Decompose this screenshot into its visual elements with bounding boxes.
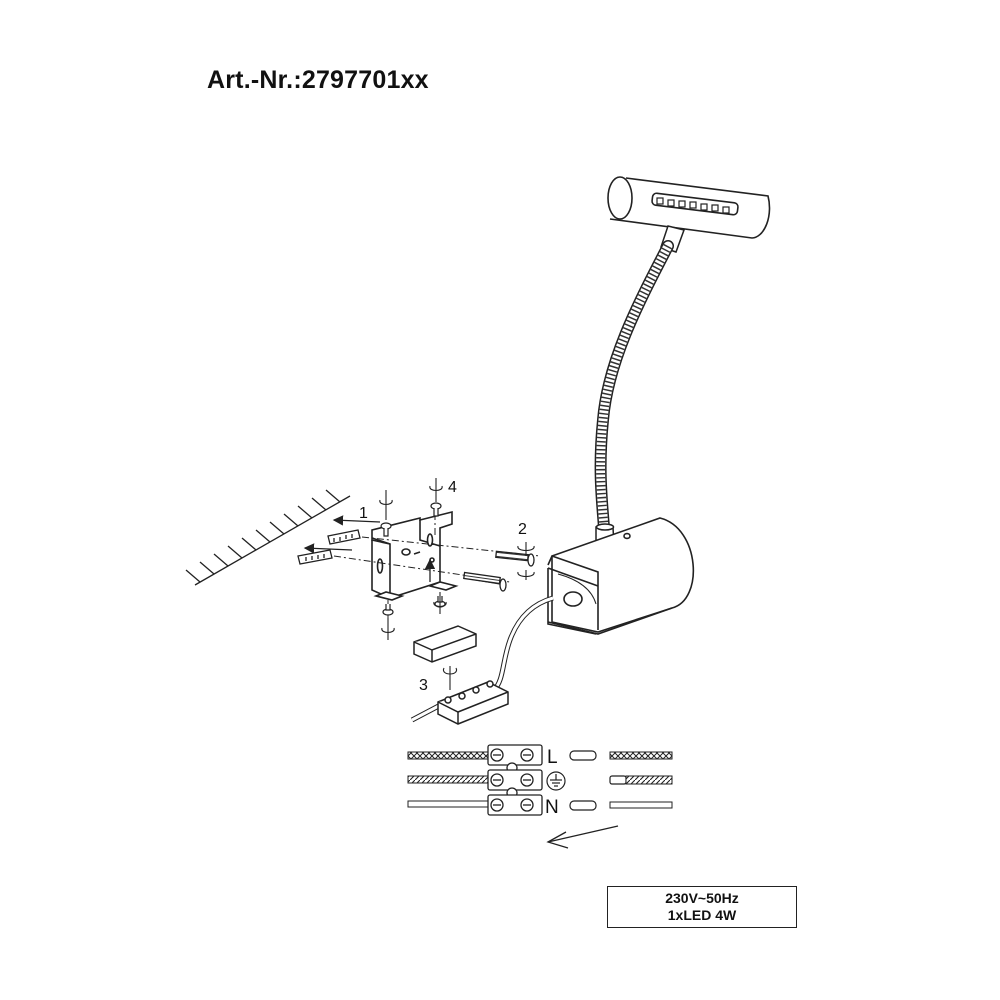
rotation-arrows — [379, 478, 535, 690]
terminal-label-live: L — [547, 747, 558, 768]
flexible-arm — [594, 240, 674, 534]
step-label-1: 1 — [359, 505, 368, 522]
spec-box: 230V~50Hz 1xLED 4W — [607, 886, 797, 928]
article-number-title: Art.-Nr.:2797701xx — [207, 66, 429, 94]
incoming-wire-live — [407, 751, 489, 760]
wiring-legend: L N — [407, 744, 673, 849]
small-screws — [380, 502, 446, 616]
led-row — [656, 197, 730, 214]
terminal-block — [437, 680, 509, 725]
mounting-bracket — [371, 510, 459, 601]
lamp-wire-earth — [625, 775, 673, 785]
lamp-wire-live — [609, 751, 673, 760]
terminal-label-neutral: N — [545, 797, 559, 818]
incoming-wire-earth — [407, 775, 489, 784]
terminal-strip — [487, 744, 543, 816]
arrow-left-icon — [546, 825, 619, 849]
spec-bulb: 1xLED 4W — [667, 907, 737, 923]
insertion-arrows — [303, 515, 436, 582]
step-label-2: 2 — [518, 521, 527, 538]
step-label-3: 3 — [419, 677, 428, 694]
incoming-wire-neutral — [407, 800, 489, 808]
wood-screws — [463, 550, 535, 592]
terminal-cover — [413, 625, 477, 663]
lamp-wire-neutral — [609, 801, 673, 809]
wire-sleeves — [569, 750, 627, 811]
spec-voltage: 230V~50Hz — [665, 890, 739, 906]
lamp-base — [547, 517, 695, 635]
earth-ground-icon — [546, 771, 566, 791]
wall-plugs — [297, 529, 361, 565]
lamp-head — [607, 176, 771, 239]
step-label-4: 4 — [448, 479, 457, 496]
wall-surface — [185, 489, 351, 586]
step-labels: 1 2 3 4 — [359, 479, 527, 694]
